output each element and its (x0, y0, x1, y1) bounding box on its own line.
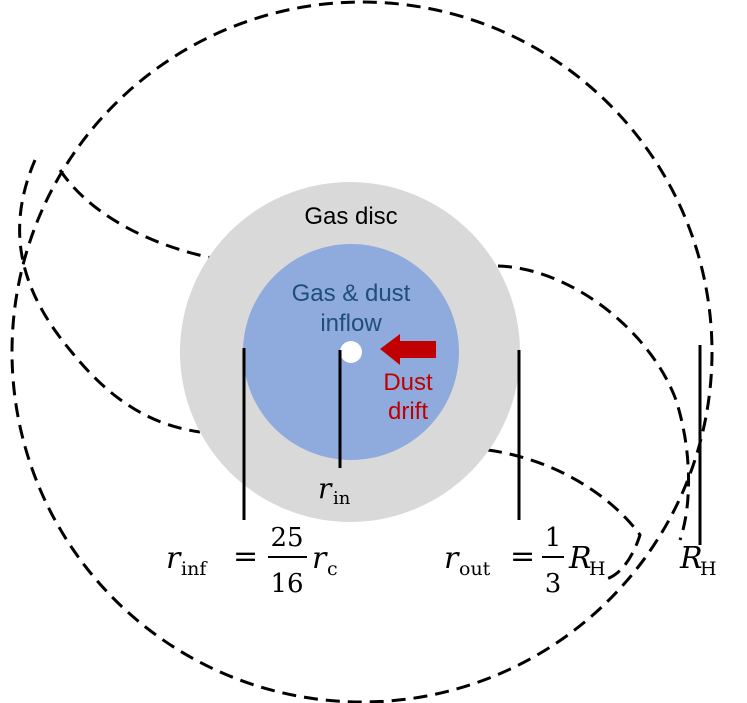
drift-label-line1: Dust (383, 369, 433, 396)
gas-disc-label: Gas disc (304, 203, 397, 230)
r-out-label: r out = 1 3 R H (444, 523, 606, 599)
r-hill-subscript: H (700, 558, 717, 580)
streamline-right-upper (497, 264, 691, 541)
r-hill-symbol: R (679, 541, 703, 576)
r-inf-subscript: inf (181, 558, 208, 580)
r-out-R-subscript: H (589, 558, 606, 580)
r-c-symbol: r (312, 541, 328, 576)
r-inf-equals: = (233, 539, 258, 574)
r-out-frac-numerator: 1 (545, 523, 562, 553)
streamline-right-lower (487, 448, 642, 582)
streamline-left (18, 159, 201, 434)
r-in-subscript: in (333, 488, 351, 509)
planet (340, 341, 362, 363)
r-inf-frac-denominator: 16 (270, 569, 303, 599)
r-in-label: r in (318, 472, 351, 509)
r-hill-label: R H (679, 541, 717, 580)
drift-label-line2: drift (388, 398, 428, 425)
radius-markers (242, 345, 702, 545)
inflow-streamlines (18, 159, 691, 582)
dust-drift-arrow (380, 334, 436, 365)
r-out-equals: = (510, 539, 535, 574)
inflow-label-line1: Gas & dust (292, 280, 411, 307)
r-inf-symbol: r (166, 541, 182, 576)
r-c-subscript: c (327, 558, 338, 580)
r-out-subscript: out (459, 558, 491, 580)
r-out-symbol: r (444, 541, 460, 576)
r-in-symbol: r (318, 472, 333, 505)
r-inf-label: r inf = 25 16 r c (166, 523, 338, 599)
r-inf-frac-numerator: 25 (270, 523, 303, 553)
r-out-frac-denominator: 3 (545, 569, 562, 599)
streamline-upper-left (58, 169, 213, 260)
hill-sphere-boundary (10, 0, 714, 703)
r-out-R-symbol: R (568, 541, 592, 576)
inflow-label-line2: inflow (320, 310, 382, 337)
